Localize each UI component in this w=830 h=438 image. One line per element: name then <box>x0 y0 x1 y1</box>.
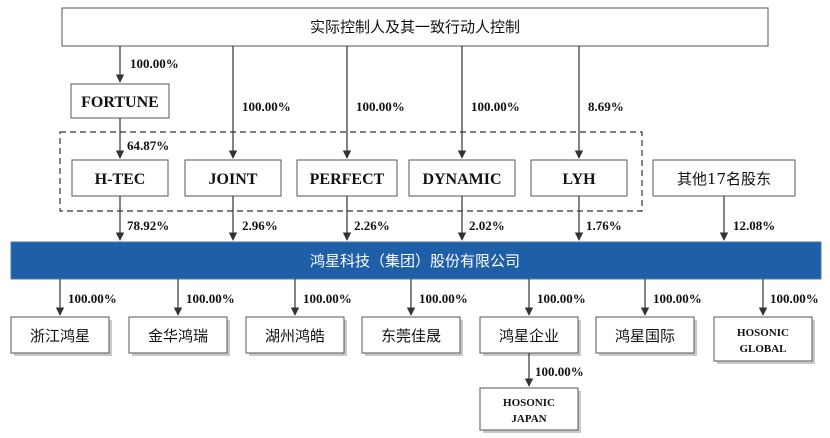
pct-joint-main: 2.96% <box>242 218 278 233</box>
others-box <box>652 159 796 197</box>
subsidiary-label-dongguan: 东莞佳晟 <box>381 327 441 345</box>
shareholder-label-perfect: PERFECT <box>310 171 385 188</box>
pct-perfect-main: 2.26% <box>354 218 390 233</box>
controller-box <box>61 7 769 47</box>
subsidiary-box-global <box>713 316 813 362</box>
controller-label: 实际控制人及其一致行动人控制 <box>310 18 520 36</box>
pct-qiye-japan: 100.00% <box>535 364 584 379</box>
pct-main-guoji: 100.00% <box>653 291 702 306</box>
pct-main-global: 100.00% <box>770 291 819 306</box>
pct-main-dongguan: 100.00% <box>419 291 468 306</box>
pct-main-qiye: 100.00% <box>537 291 586 306</box>
japan-box <box>479 387 579 431</box>
pct-top-perfect: 100.00% <box>356 99 405 114</box>
shareholder-box-lyh <box>530 159 628 197</box>
subsidiary-label-global-line1: HOSONIC <box>737 327 789 339</box>
pct-lyh-main: 1.76% <box>586 218 622 233</box>
shareholder-label-dynamic: DYNAMIC <box>422 171 501 188</box>
subsidiary-box-guoji <box>595 316 695 354</box>
others-label: 其他17名股东 <box>677 170 771 188</box>
subsidiary-label-guoji: 鸿星国际 <box>615 327 675 345</box>
pct-htec-main: 78.92% <box>127 218 169 233</box>
subsidiary-box-huzhou <box>245 316 345 354</box>
subsidiary-box-qiye <box>479 316 579 354</box>
japan-label-line2: JAPAN <box>511 413 546 425</box>
subsidiary-label-jinhua: 金华鸿瑞 <box>148 327 208 345</box>
pct-dynamic-main: 2.02% <box>469 218 505 233</box>
pct-others-main: 12.08% <box>733 218 775 233</box>
pct-top-joint: 100.00% <box>242 99 291 114</box>
shareholder-label-joint: JOINT <box>209 171 258 188</box>
pct-main-jinhua: 100.00% <box>186 291 235 306</box>
pct-top-dynamic: 100.00% <box>471 99 520 114</box>
main-company-label: 鸿星科技（集团）股份有限公司 <box>310 252 520 270</box>
pct-main-huzhou: 100.00% <box>303 291 352 306</box>
subsidiary-label-qiye: 鸿星企业 <box>499 327 559 345</box>
pct-top-lyh: 8.69% <box>588 99 624 114</box>
subsidiary-box-jinhua <box>128 316 228 354</box>
subsidiary-label-huzhou: 湖州鸿皓 <box>265 327 325 345</box>
subsidiary-label-global-line2: GLOBAL <box>739 343 786 355</box>
pct-fortune-htec: 64.87% <box>127 138 169 153</box>
shareholder-label-lyh: LYH <box>562 171 596 188</box>
main-company-box <box>10 241 822 280</box>
pct-main-zhejiang: 100.00% <box>68 291 117 306</box>
shareholder-box-dynamic <box>408 159 516 197</box>
japan-label-line1: HOSONIC <box>503 397 555 409</box>
subsidiary-box-zhejiang <box>10 316 110 354</box>
pct-top-fortune: 100.00% <box>130 56 179 71</box>
subsidiary-label-zhejiang: 浙江鸿星 <box>30 327 90 345</box>
fortune-label: FORTUNE <box>81 94 159 111</box>
concert-group-frame <box>59 131 643 212</box>
shareholder-label-h-tec: H-TEC <box>95 171 146 188</box>
subsidiary-box-dongguan <box>361 316 461 354</box>
